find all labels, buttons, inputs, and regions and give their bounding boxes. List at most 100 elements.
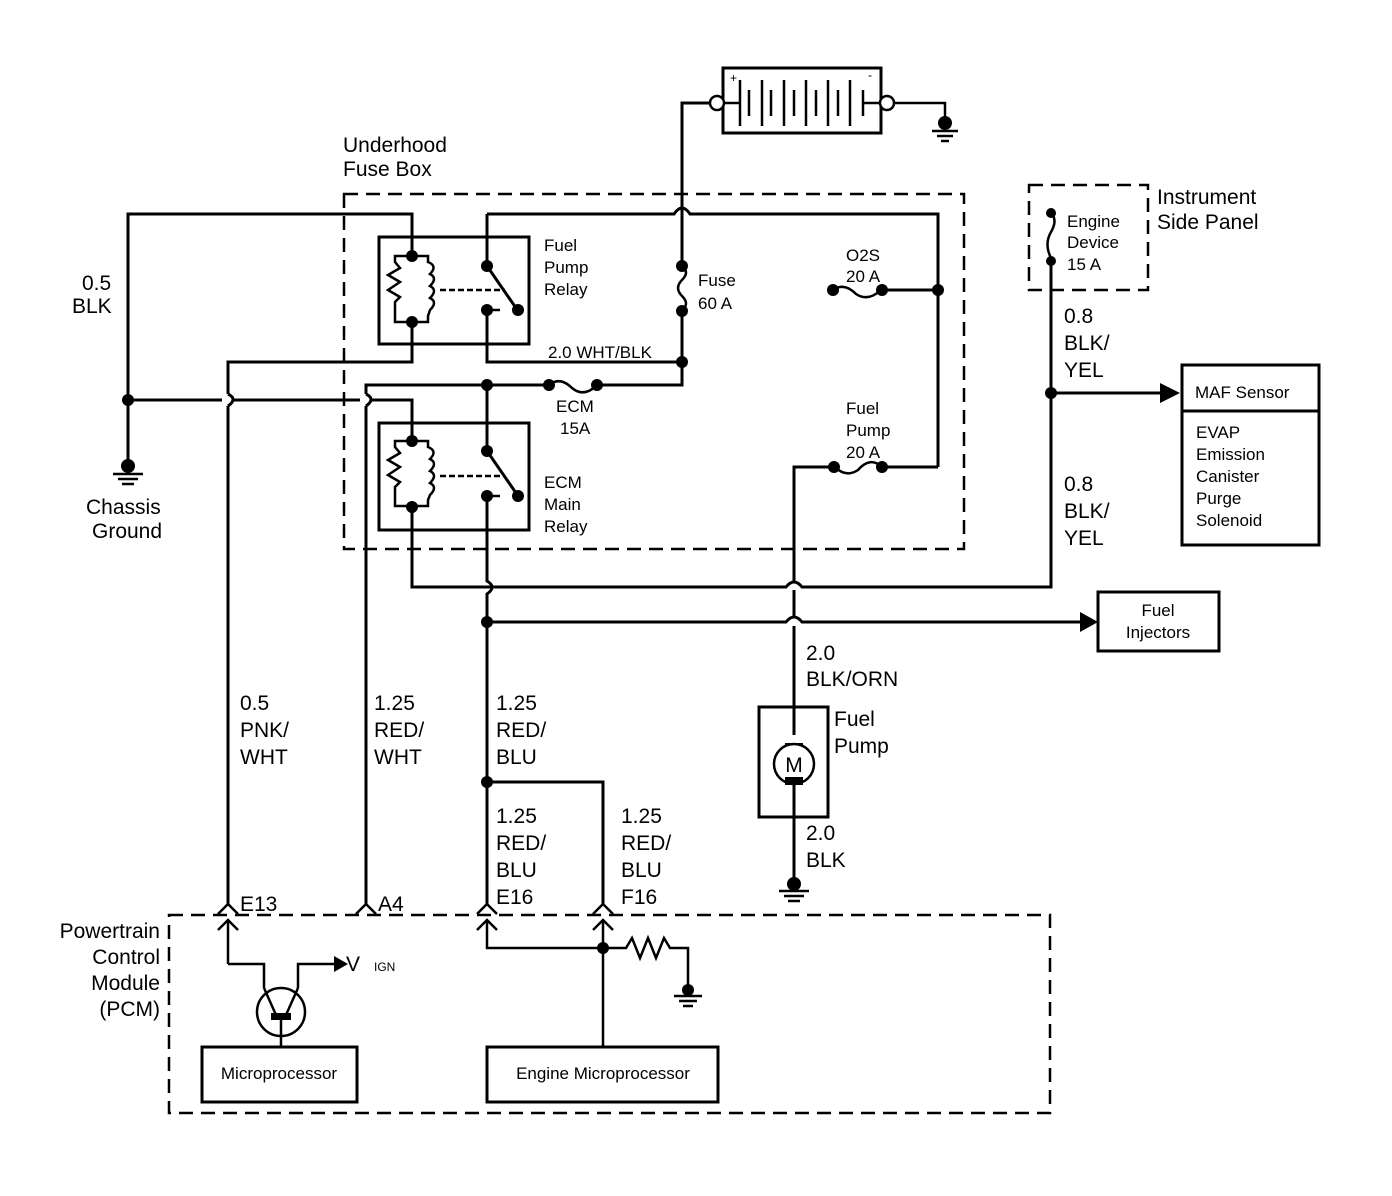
wire-red-blu-upper-color1: RED/	[496, 719, 546, 742]
fuse-fuel-pump-label-2: Pump	[846, 421, 890, 440]
fuse-box-title-line2: Fuse Box	[343, 158, 432, 181]
wire-red-blu-f16-pin: F16	[621, 886, 657, 909]
wire-red-blu-e16-pin: E16	[496, 886, 533, 909]
pin-a4-label: A4	[378, 893, 404, 916]
maf-sensor-box	[1180, 363, 1321, 547]
fuel-pump-motor	[757, 705, 830, 880]
v-ign-main: V	[346, 953, 360, 976]
battery-positive-symbol: +	[730, 71, 737, 85]
wire-blk-yel-top-gauge: 0.8	[1064, 305, 1093, 328]
fuel-pump-ground-icon	[779, 877, 809, 903]
fuse-60a-label-1: Fuse	[698, 271, 736, 290]
wire-red-blu-f16-color2: BLU	[621, 859, 662, 882]
connector-a4-icon	[355, 902, 377, 915]
connector-e13-icon	[217, 902, 239, 964]
chassis-ground-icon	[113, 459, 143, 486]
fuel-pump-relay	[377, 235, 531, 346]
fuse-o2s-20a	[827, 284, 944, 299]
pcm-label-4: (PCM)	[99, 998, 160, 1021]
wire-red-blu-e16-color2: BLU	[496, 859, 537, 882]
fuse-engine-device-label-3: 15 A	[1067, 255, 1102, 274]
fuse-o2s-label-2: 20 A	[846, 267, 881, 286]
arrow-to-injectors	[1080, 612, 1098, 632]
wire-blk-yel-top-color2: YEL	[1064, 359, 1104, 382]
fuel-pump-relay-label-2: Pump	[544, 258, 588, 277]
v-ign-sub: IGN	[374, 960, 395, 974]
transistor-icon	[228, 962, 334, 1048]
pin-e13-label: E13	[240, 893, 277, 916]
ecm-main-relay-label-3: Relay	[544, 517, 588, 536]
fuel-pump-relay-label-3: Relay	[544, 280, 588, 299]
fuse-ecm-label-2: 15A	[560, 419, 591, 438]
fuse-fuel-pump-20a	[792, 461, 938, 581]
fuse-fuel-pump-label-1: Fuel	[846, 399, 879, 418]
wire-blk-05-gauge: 0.5	[82, 272, 111, 295]
wire-red-blu-e16-color1: RED/	[496, 832, 546, 855]
fuse-60a	[676, 208, 688, 385]
wire-blk-orn-color: BLK/ORN	[806, 668, 898, 691]
wire-red-blu-upper-gauge: 1.25	[496, 692, 537, 715]
microprocessor-box	[200, 1045, 359, 1104]
engine-microprocessor-label: Engine Microprocessor	[516, 1064, 690, 1083]
fuse-engine-device-label-2: Device	[1067, 233, 1119, 252]
battery-terminal-negative	[878, 94, 896, 112]
fuse-60a-label-2: 60 A	[698, 294, 733, 313]
ecm-main-relay-label-1: ECM	[544, 473, 582, 492]
fuse-box-title-line1: Underhood	[343, 134, 447, 157]
fuel-pump-label-1: Fuel	[834, 708, 875, 731]
wire-red-wht-color2: WHT	[374, 746, 422, 769]
arrow-to-v-ign	[334, 956, 348, 972]
battery: + -	[708, 66, 896, 135]
wire-red-wht-color1: RED/	[374, 719, 424, 742]
wire-wht-blk-label: 2.0 WHT/BLK	[548, 343, 653, 362]
wire-blk-20-color: BLK	[806, 849, 846, 872]
instrument-side-panel-label-1: Instrument	[1157, 186, 1256, 209]
fuse-engine-device-label-1: Engine	[1067, 212, 1120, 231]
chassis-ground-label-1: Chassis	[86, 496, 161, 519]
wire-blk-yel-bottom-color1: BLK/	[1064, 500, 1110, 523]
wire-blk-yel-bottom-color2: YEL	[1064, 527, 1104, 550]
maf-sensor-header: MAF Sensor	[1195, 383, 1290, 402]
wire-blk-yel-top-color1: BLK/	[1064, 332, 1110, 355]
ecm-main-relay	[377, 385, 531, 532]
connector-f16-icon	[592, 902, 614, 1048]
fuel-injectors-label-1: Fuel	[1141, 601, 1174, 620]
wire-blk-yel-bottom-gauge: 0.8	[1064, 473, 1093, 496]
pcm-ground-icon	[674, 984, 702, 1008]
maf-sensor-line-4: Purge	[1196, 489, 1241, 508]
fuel-pump-label-2: Pump	[834, 735, 889, 758]
fuse-ecm-15a	[543, 379, 603, 394]
engine-microprocessor-box	[485, 1045, 720, 1104]
maf-sensor-line-3: Canister	[1196, 467, 1260, 486]
connector-e16-icon	[476, 902, 603, 950]
arrow-to-maf	[1160, 383, 1180, 403]
fuse-engine-device	[1046, 208, 1056, 266]
fuse-ecm-label-1: ECM	[556, 397, 594, 416]
fuse-fuel-pump-label-3: 20 A	[846, 443, 881, 462]
battery-terminal-positive	[708, 94, 726, 112]
fuel-injectors-box	[1096, 590, 1221, 653]
wire-pnk-wht-color1: PNK/	[240, 719, 289, 742]
fuel-pump-relay-label-1: Fuel	[544, 236, 577, 255]
wire-blk-20-gauge: 2.0	[806, 822, 835, 845]
maf-sensor-line-5: Solenoid	[1196, 511, 1262, 530]
motor-symbol: M	[785, 754, 803, 777]
battery-ground-icon	[894, 101, 958, 143]
ecm-main-relay-label-2: Main	[544, 495, 581, 514]
wire-pnk-wht-color2: WHT	[240, 746, 288, 769]
wire-pnk-wht-gauge: 0.5	[240, 692, 269, 715]
wire-blk-orn-gauge: 2.0	[806, 642, 835, 665]
chassis-ground-label-2: Ground	[92, 520, 162, 543]
maf-sensor-line-2: Emission	[1196, 445, 1265, 464]
pcm-label-2: Control	[92, 946, 160, 969]
wire-red-blu-f16-color1: RED/	[621, 832, 671, 855]
instrument-side-panel-label-2: Side Panel	[1157, 211, 1259, 234]
fuse-o2s-label-1: O2S	[846, 246, 880, 265]
underhood-fuse-box-boundary	[342, 192, 966, 551]
resistor-icon	[603, 934, 690, 985]
fuel-injectors-label-2: Injectors	[1126, 623, 1190, 642]
wire-red-blu-upper-color2: BLU	[496, 746, 537, 769]
pcm-boundary	[167, 913, 1052, 1115]
wire-red-wht-gauge: 1.25	[374, 692, 415, 715]
